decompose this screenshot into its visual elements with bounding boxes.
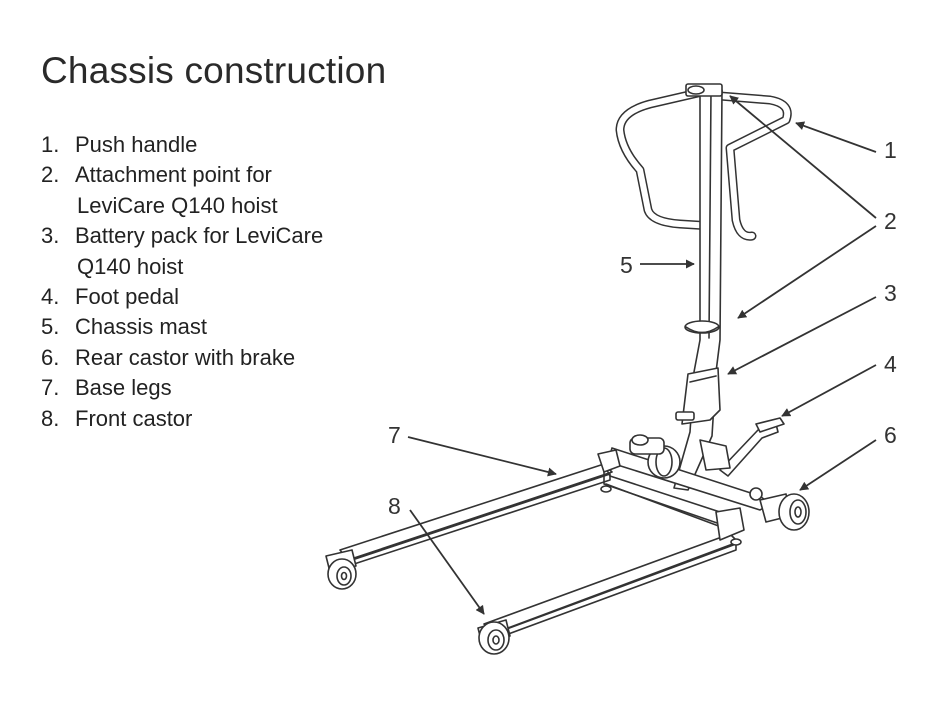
legend-number: 4.: [41, 284, 60, 310]
rear-castor: [759, 493, 810, 531]
legend-label-line: Push handle: [75, 132, 198, 157]
battery-pack: [675, 367, 721, 425]
legend-label-line: Attachment point for: [75, 162, 272, 188]
legend-number: 7.: [41, 375, 60, 401]
legend-label-line: Battery pack for LeviCare: [75, 223, 324, 249]
callout-8: 8: [388, 493, 401, 519]
leader-4: [781, 364, 877, 417]
legend-item: 4. Foot pedal: [41, 282, 365, 312]
callout-6: 6: [884, 422, 897, 448]
legend-label-continuation: Q140 hoist: [77, 253, 184, 279]
leader-7: [407, 436, 557, 477]
legend-number: 1.: [41, 132, 60, 157]
legend-label: Chassis mast: [75, 312, 365, 342]
front-castor-right: [477, 619, 511, 655]
page-title: Chassis construction: [41, 50, 387, 91]
callout-3: 3: [884, 280, 897, 306]
base-legs: [339, 449, 745, 641]
leader-2b: [737, 225, 877, 319]
legend-label-line: Chassis mast: [75, 314, 208, 340]
foot-pedal: [719, 417, 785, 477]
legend-item: 5. Chassis mast: [41, 312, 365, 342]
legend-label: Push handle: [75, 130, 365, 160]
legend-label: Foot pedal: [75, 282, 365, 312]
legend-number: 8.: [41, 405, 60, 431]
callout-7: 7: [388, 422, 401, 448]
legend-item: 1. Push handle: [41, 130, 365, 160]
leader-6: [799, 439, 877, 491]
legend-number: 5.: [41, 314, 60, 340]
legend-label: Front castor: [75, 404, 365, 434]
leader-8: [409, 509, 485, 615]
attachment-point: [684, 320, 720, 334]
callout-5: 5: [620, 252, 633, 278]
legend-label-line: Foot pedal: [75, 284, 179, 310]
leader-2a: [729, 95, 877, 219]
callout-2: 2: [884, 208, 897, 234]
leader-1: [795, 121, 877, 153]
legend-item: 8. Front castor: [41, 404, 365, 434]
front-castor-left: [325, 549, 357, 590]
callout-1: 1: [884, 137, 897, 163]
legend-label-line: Rear castor with brake: [75, 344, 296, 370]
legend-number: 3.: [41, 223, 60, 249]
legend-number: 2.: [41, 162, 60, 188]
legend-item: 6. Rear castor with brake: [41, 343, 365, 373]
legend-number: 6.: [41, 344, 60, 370]
legend-item: 7. Base legs: [41, 373, 365, 403]
leader-3: [727, 296, 877, 375]
push-handle: [615, 87, 792, 241]
callout-4: 4: [884, 351, 897, 377]
legend-label-continuation: LeviCare Q140 hoist: [77, 192, 278, 218]
chassis-mast: [673, 83, 723, 491]
legend-label: Base legs: [75, 373, 365, 403]
legend-label: Rear castor with brake: [75, 343, 365, 373]
legend-label-line: Base legs: [75, 375, 172, 401]
legend-label-line: Front castor: [75, 405, 193, 431]
